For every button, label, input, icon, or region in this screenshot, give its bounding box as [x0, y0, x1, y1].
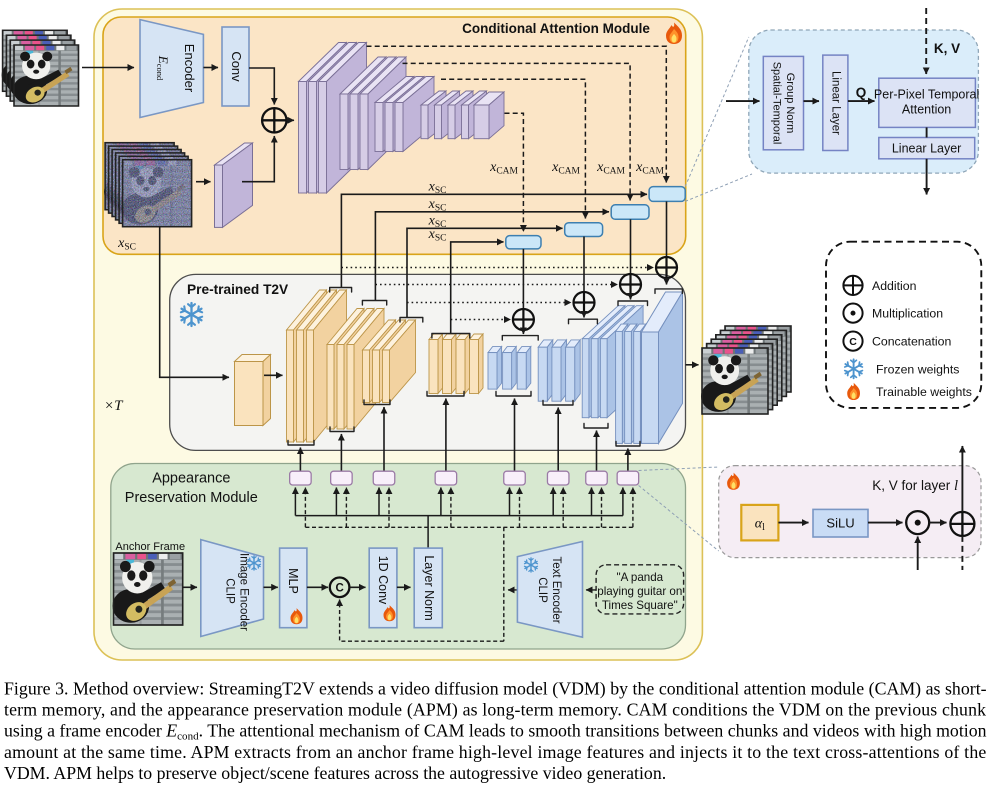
svg-text:xSC: xSC — [428, 197, 447, 214]
svg-text:Appearance: Appearance — [152, 471, 230, 487]
svg-text:K, V: K, V — [934, 41, 960, 56]
svg-text:Per-Pixel Temporal: Per-Pixel Temporal — [874, 88, 979, 102]
svg-text:Group Norm: Group Norm — [784, 73, 796, 134]
svg-text:CLIP: CLIP — [223, 578, 235, 604]
svg-text:using a frame encoder Econd. T: using a frame encoder Econd. The attenti… — [4, 721, 987, 743]
svg-text:αl: αl — [755, 517, 765, 534]
svg-text:Anchor Frame: Anchor Frame — [115, 541, 185, 553]
svg-text:xCAM: xCAM — [489, 160, 518, 177]
svg-text:MLP: MLP — [286, 568, 300, 594]
svg-text:Q: Q — [856, 85, 867, 100]
svg-text:xCAM: xCAM — [551, 160, 580, 177]
svg-text:Conditional Attention Module: Conditional Attention Module — [462, 21, 650, 36]
svg-text:Figure 3. Method overview: Str: Figure 3. Method overview: StreamingT2V … — [4, 678, 987, 699]
svg-text:amount at the same time. APM e: amount at the same time. APM extracts fr… — [4, 742, 986, 762]
svg-text:xCAM: xCAM — [635, 160, 664, 177]
svg-text:K, V for layer l: K, V for layer l — [872, 478, 958, 494]
svg-text:xCAM: xCAM — [596, 160, 625, 177]
svg-text:xSC: xSC — [428, 179, 447, 196]
svg-text:Layer Norm: Layer Norm — [422, 555, 436, 620]
svg-text:term memory, and the appearanc: term memory, and the appearance preserva… — [4, 700, 986, 721]
svg-text:SiLU: SiLU — [826, 515, 854, 530]
svg-text:×T: ×T — [104, 398, 124, 414]
svg-text:Linear Layer: Linear Layer — [892, 142, 962, 156]
svg-text:Concatenation: Concatenation — [872, 335, 951, 349]
svg-text:VDM. APM helps to preserve obj: VDM. APM helps to preserve object/scene … — [4, 763, 666, 783]
svg-text:Addition: Addition — [872, 279, 917, 293]
svg-text:Times Square": Times Square" — [602, 599, 678, 612]
svg-text:Linear Layer: Linear Layer — [829, 71, 841, 135]
svg-text:Image Encoder: Image Encoder — [237, 553, 249, 631]
svg-text:Multiplication: Multiplication — [872, 307, 943, 321]
svg-text:Encoder: Encoder — [182, 44, 197, 93]
svg-text:Spatial-Temporal: Spatial-Temporal — [771, 62, 783, 145]
svg-text:C: C — [849, 336, 857, 348]
svg-text:Attention: Attention — [902, 103, 951, 117]
svg-text:Pre-trained T2V: Pre-trained T2V — [187, 282, 289, 297]
svg-text:Frozen weights: Frozen weights — [876, 362, 959, 376]
svg-text:Text Encoder: Text Encoder — [550, 556, 562, 623]
svg-text:Trainable weights: Trainable weights — [876, 385, 972, 399]
svg-text:playing guitar on: playing guitar on — [597, 585, 682, 598]
svg-text:Preservation Module: Preservation Module — [125, 490, 258, 506]
svg-text:xSC: xSC — [428, 213, 447, 230]
svg-text:1D Conv: 1D Conv — [376, 556, 390, 605]
svg-text:C: C — [335, 582, 343, 594]
svg-text:xSC: xSC — [117, 236, 136, 253]
svg-text:"A panda: "A panda — [616, 571, 663, 584]
svg-text:Conv: Conv — [229, 51, 244, 82]
svg-text:xSC: xSC — [428, 227, 447, 244]
svg-text:Econd: Econd — [155, 55, 171, 81]
svg-text:CLIP: CLIP — [536, 577, 548, 603]
